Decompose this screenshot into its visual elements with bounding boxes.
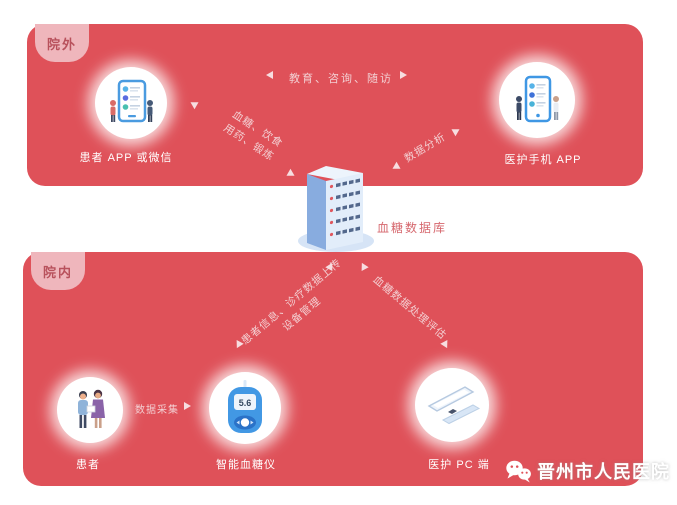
node-patient-app	[95, 67, 167, 139]
arrow-right-icon	[400, 71, 407, 79]
label-patient: 患者	[76, 459, 100, 471]
badge-outside-hospital: 院外	[35, 24, 89, 62]
badge-inside-hospital: 院内	[31, 252, 85, 290]
wechat-icon	[506, 460, 531, 482]
node-glucose-meter: 5.6	[209, 372, 281, 444]
label-patient-app: 患者 APP 或微信	[79, 152, 173, 164]
desktop-computer-icon	[427, 386, 481, 425]
node-patient	[57, 377, 123, 443]
label-staff-pc: 医护 PC 端	[428, 459, 490, 471]
label-glucose-meter: 智能血糖仪	[216, 459, 276, 471]
hospital-name: 晋州市人民医院	[537, 462, 670, 482]
node-staff-phone-app	[499, 62, 575, 138]
meter-reading: 5.6	[239, 398, 252, 408]
server-tower-icon	[307, 166, 363, 250]
label-staff-phone-app: 医护手机 APP	[504, 154, 582, 166]
flow-education-consult-followup: 教育、咨询、随访	[289, 73, 393, 85]
patient-and-nurse-icon	[78, 389, 105, 428]
glucose-meter-icon: 5.6	[228, 380, 262, 433]
label-glucose-database: 血糖数据库	[377, 221, 448, 235]
node-staff-pc	[415, 368, 489, 442]
arrow-right-icon	[184, 402, 191, 410]
panel-inside-hospital: 院内	[23, 252, 643, 486]
phone-list-with-people-icon	[516, 75, 559, 123]
arrow-left-icon	[266, 71, 273, 79]
tablet-list-with-people-icon	[110, 79, 153, 123]
wechat-watermark: 晋州市人民医院	[505, 458, 670, 484]
flow-data-collection: 数据采集	[135, 405, 179, 416]
